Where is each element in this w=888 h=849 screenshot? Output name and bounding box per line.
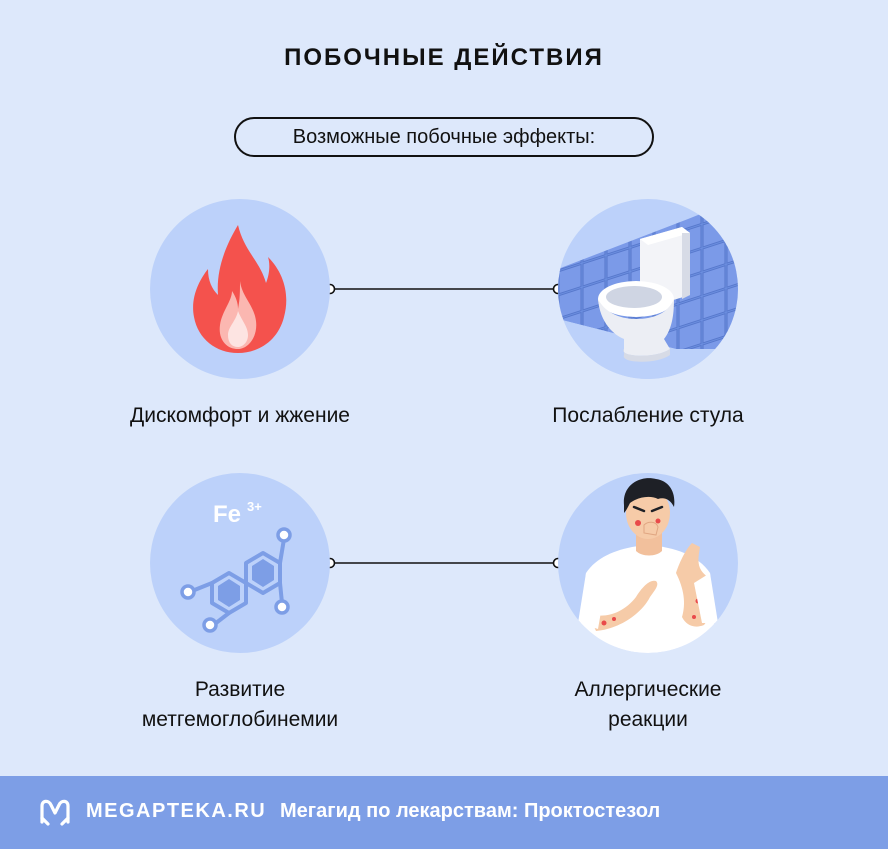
effect-label-line2: метгемоглобинемии [141,708,339,731]
connector-line-top [324,283,564,295]
effect-label-line2: реакции [608,708,688,731]
molecule-icon: Fe 3+ [180,499,292,633]
effect-label-line1: Аллергические [574,678,722,701]
effect-label-stool: Послабление стула [552,404,744,427]
effect-label-methemoglobinemia: Развитие метгемоглобинемии [80,675,400,735]
megapteka-logo-icon [40,799,70,826]
effect-label-allergy: Аллергические реакции [488,675,808,735]
page-title: ПОБОЧНЫЕ ДЕЙСТВИЯ [284,44,604,71]
formula-base: Fe [213,501,241,528]
toilet-icon [558,199,738,379]
formula-superscript: 3+ [247,499,262,514]
flame-icon [193,225,287,353]
effect-circle-allergy [558,473,738,653]
connector-line-bottom [324,557,564,569]
effect-label-discomfort: Дискомфорт и жжение [130,404,350,427]
effect-label-line1: Развитие [194,678,286,701]
footer-brand[interactable]: MEGAPTEKA.RU [86,800,267,822]
footer-bar: MEGAPTEKA.RU Мегагид по лекарствам: Прок… [0,776,888,849]
effect-circle-methemoglobinemia: Fe 3+ [150,473,330,653]
effect-circle-discomfort [150,199,330,379]
allergic-man-icon [578,478,718,653]
intro-pill: Возможные побочные эффекты: [234,117,654,157]
effect-circle-stool [558,199,738,379]
footer-tagline: Мегагид по лекарствам: Проктостезол [280,800,661,822]
